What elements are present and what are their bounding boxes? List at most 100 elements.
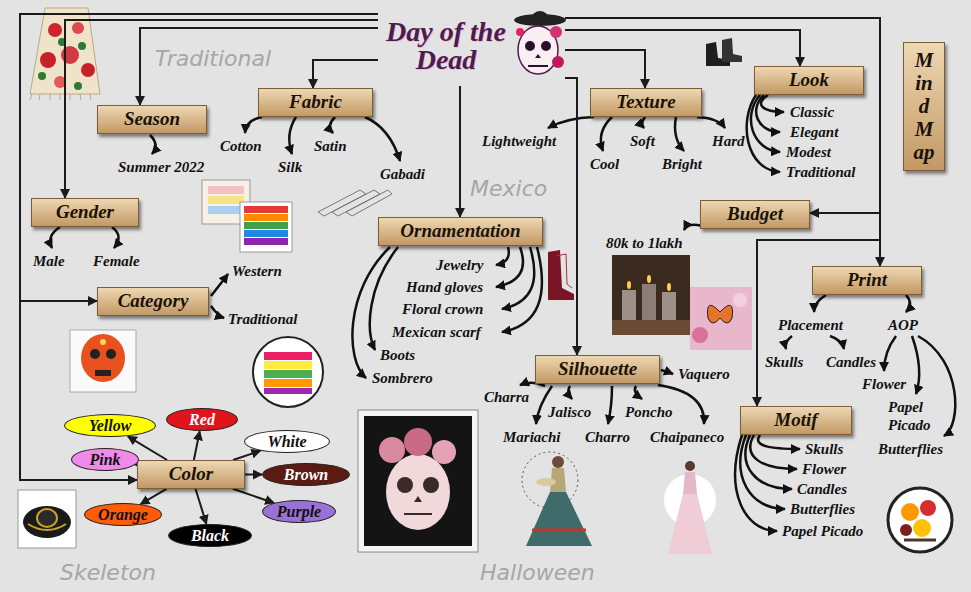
connector-arrow xyxy=(565,78,577,355)
title-logo: Day of the Dead xyxy=(378,6,565,86)
leader-arrows xyxy=(365,117,400,161)
branch-item: Bright xyxy=(662,155,702,173)
dress-picture xyxy=(685,461,695,471)
branch-item: Poncho xyxy=(625,403,673,421)
branch-item: Candles xyxy=(797,480,847,498)
color-oval: Black xyxy=(168,524,252,547)
gabadi-fabric xyxy=(346,190,392,216)
leader-arrows xyxy=(568,386,572,399)
category-box: Category xyxy=(97,287,209,316)
leader-arrows xyxy=(740,435,785,509)
branch-item: Mariachi xyxy=(503,428,561,446)
skull-mask-picture xyxy=(432,440,456,464)
branch-item: Female xyxy=(93,252,140,270)
branch-item: Papel Picado xyxy=(782,522,863,540)
papel-picado-picture xyxy=(253,337,323,407)
branch-item: 80k to 1lakh xyxy=(606,234,683,252)
logo-skull xyxy=(516,28,524,36)
branch-item: Vaquero xyxy=(678,365,730,383)
leader-arrows xyxy=(245,117,262,133)
color-name: Purple xyxy=(276,502,322,521)
leader-arrows xyxy=(50,95,955,531)
sombrero-picture xyxy=(37,509,57,527)
sugar-skull-picture xyxy=(70,330,136,392)
box-label: Silhouette xyxy=(544,358,651,381)
category-box: Motif xyxy=(740,406,852,435)
box-label: Color xyxy=(146,463,236,486)
branch-item: Western xyxy=(232,262,282,280)
connector-arrow xyxy=(565,18,880,213)
shawl-illustration xyxy=(61,46,79,64)
leader-arrows xyxy=(814,295,826,312)
candles-picture xyxy=(667,283,671,291)
color-oval: Yellow xyxy=(64,414,156,437)
leader-arrows xyxy=(502,247,534,309)
logo-skull xyxy=(552,56,564,68)
sugar-skull-picture xyxy=(95,370,111,376)
branch-item: Jalisco xyxy=(548,403,591,421)
connector-arrow xyxy=(196,489,207,524)
leader-arrows xyxy=(635,386,642,399)
branch-item: Cool xyxy=(590,155,619,173)
papel-picado-picture xyxy=(253,337,323,407)
branch-item: Elegant xyxy=(790,123,838,141)
branch-item: Charra xyxy=(484,388,529,406)
dress-picture xyxy=(668,494,712,554)
branch-item: Papel Picado xyxy=(888,398,940,434)
logo-skull xyxy=(528,65,548,67)
sugar-skull-picture xyxy=(100,339,106,345)
branch-item: Sombrero xyxy=(372,369,433,387)
skull-mask-picture xyxy=(414,496,422,502)
gabadi-fabric xyxy=(332,190,380,216)
candles-picture xyxy=(612,320,690,335)
shawl-illustration xyxy=(78,42,86,50)
branch-item: Jewelry xyxy=(436,256,483,274)
leader-arrows xyxy=(642,117,645,128)
sombrero-picture xyxy=(28,524,66,530)
color-oval: White xyxy=(244,430,330,453)
branch-item: Traditional xyxy=(228,310,297,328)
color-oval: Brown xyxy=(262,463,350,486)
branch-item: Skulls xyxy=(805,440,843,458)
shawl-illustration xyxy=(40,52,56,68)
box-label: Fabric xyxy=(267,91,364,114)
candles-picture xyxy=(642,284,656,320)
boots-picture xyxy=(548,250,574,300)
box-label: Motif xyxy=(749,409,843,432)
box-label: Print xyxy=(821,269,913,292)
logo-skull xyxy=(528,11,552,20)
branch-item: Male xyxy=(33,252,65,270)
branch-item: Floral crown xyxy=(402,300,483,318)
branch-item: Boots xyxy=(380,346,415,364)
shawl-illustration xyxy=(74,82,82,90)
leader-arrows xyxy=(675,117,684,151)
skull-mask-picture xyxy=(364,416,472,546)
color-oval: Pink xyxy=(71,448,139,471)
skull-mask-picture xyxy=(404,513,432,515)
leader-arrows xyxy=(211,306,224,318)
branch-item: Candles xyxy=(826,353,876,371)
branch-item: Soft xyxy=(630,132,655,150)
flower-picture xyxy=(888,488,952,552)
leader-arrows xyxy=(750,435,797,469)
box-label: Ornamentation xyxy=(387,220,534,243)
candles-picture xyxy=(612,255,690,335)
leader-arrows xyxy=(496,247,523,287)
leader-arrows xyxy=(746,435,792,489)
butterfly-picture xyxy=(733,293,747,307)
logo-skull xyxy=(541,41,551,51)
papel-picado-picture xyxy=(264,352,312,360)
category-box: Season xyxy=(97,105,207,134)
leader-arrows xyxy=(884,336,896,371)
category-box: Gender xyxy=(31,198,139,227)
dress-picture xyxy=(683,472,697,494)
leader-arrows xyxy=(758,435,800,449)
sugar-skull-picture xyxy=(90,349,100,359)
papel-picado-picture xyxy=(264,361,312,369)
box-label: Season xyxy=(106,108,198,131)
dress-picture xyxy=(552,456,564,468)
skull-mask-picture xyxy=(397,477,413,493)
watermark-word: Mexico xyxy=(470,176,547,202)
color-oval: Red xyxy=(166,408,238,431)
